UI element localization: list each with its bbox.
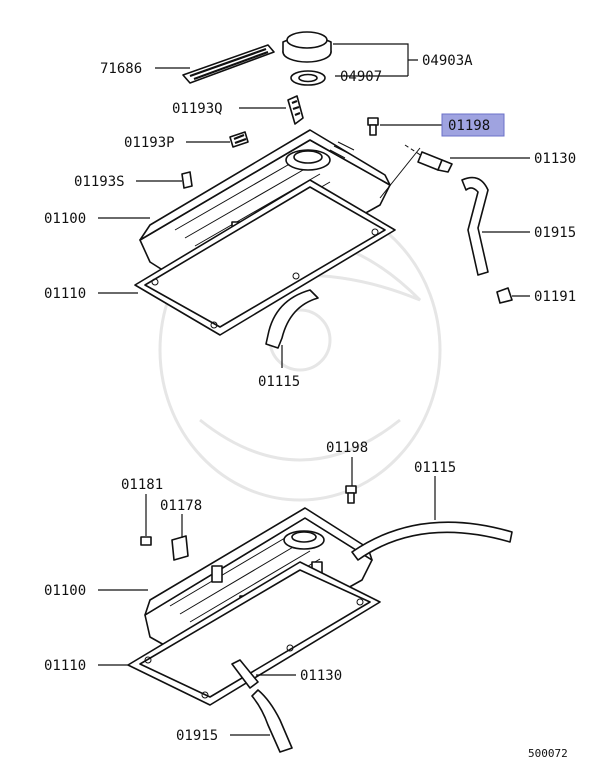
breather-hose-icon — [461, 176, 489, 276]
breather-hose-icon — [351, 521, 513, 561]
label-01110[interactable]: 01110 — [44, 286, 86, 302]
label-01115[interactable]: 01115 — [414, 460, 456, 476]
label-01100[interactable]: 01100 — [44, 211, 86, 227]
label-04907[interactable]: 04907 — [340, 69, 382, 85]
label-01915[interactable]: 01915 — [534, 225, 576, 241]
label-01198-highlighted[interactable]: 01198 — [448, 118, 490, 134]
pcv-valve-icon — [404, 144, 453, 173]
label-01193S[interactable]: 01193S — [74, 174, 125, 190]
highlight-box — [441, 113, 505, 137]
rocker-cover-gasket-icon — [127, 561, 381, 706]
clip-icon — [287, 95, 304, 125]
diagram-id: 500072 — [528, 747, 568, 760]
label-01198[interactable]: 01198 — [326, 440, 368, 456]
decal-plate-icon — [182, 44, 275, 84]
label-01130[interactable]: 01130 — [534, 151, 576, 167]
label-01181[interactable]: 01181 — [121, 477, 163, 493]
bracket-icon — [171, 535, 189, 561]
oil-filler-cap-icon — [282, 31, 332, 63]
label-01115[interactable]: 01115 — [258, 374, 300, 390]
cap-gasket-icon — [290, 70, 326, 86]
label-01110[interactable]: 01110 — [44, 658, 86, 674]
pcv-valve-icon — [231, 659, 259, 689]
label-71686[interactable]: 71686 — [100, 61, 142, 77]
label-04903A[interactable]: 04903A — [422, 53, 473, 69]
label-01191[interactable]: 01191 — [534, 289, 576, 305]
label-01130[interactable]: 01130 — [300, 668, 342, 684]
bolt-icon — [345, 485, 357, 504]
clip-icon — [229, 131, 249, 148]
rocker-cover-gasket-icon — [134, 179, 396, 336]
breather-hose-icon — [265, 289, 319, 349]
label-01915[interactable]: 01915 — [176, 728, 218, 744]
label-01178[interactable]: 01178 — [160, 498, 202, 514]
bolt-icon — [140, 536, 152, 546]
bracket-icon — [181, 171, 193, 189]
clip-icon — [496, 287, 513, 304]
label-01193Q[interactable]: 01193Q — [172, 101, 223, 117]
label-01100[interactable]: 01100 — [44, 583, 86, 599]
breather-hose-icon — [251, 689, 293, 753]
bolt-icon — [367, 117, 379, 136]
label-01193P[interactable]: 01193P — [124, 135, 175, 151]
leader-lines — [98, 43, 530, 736]
